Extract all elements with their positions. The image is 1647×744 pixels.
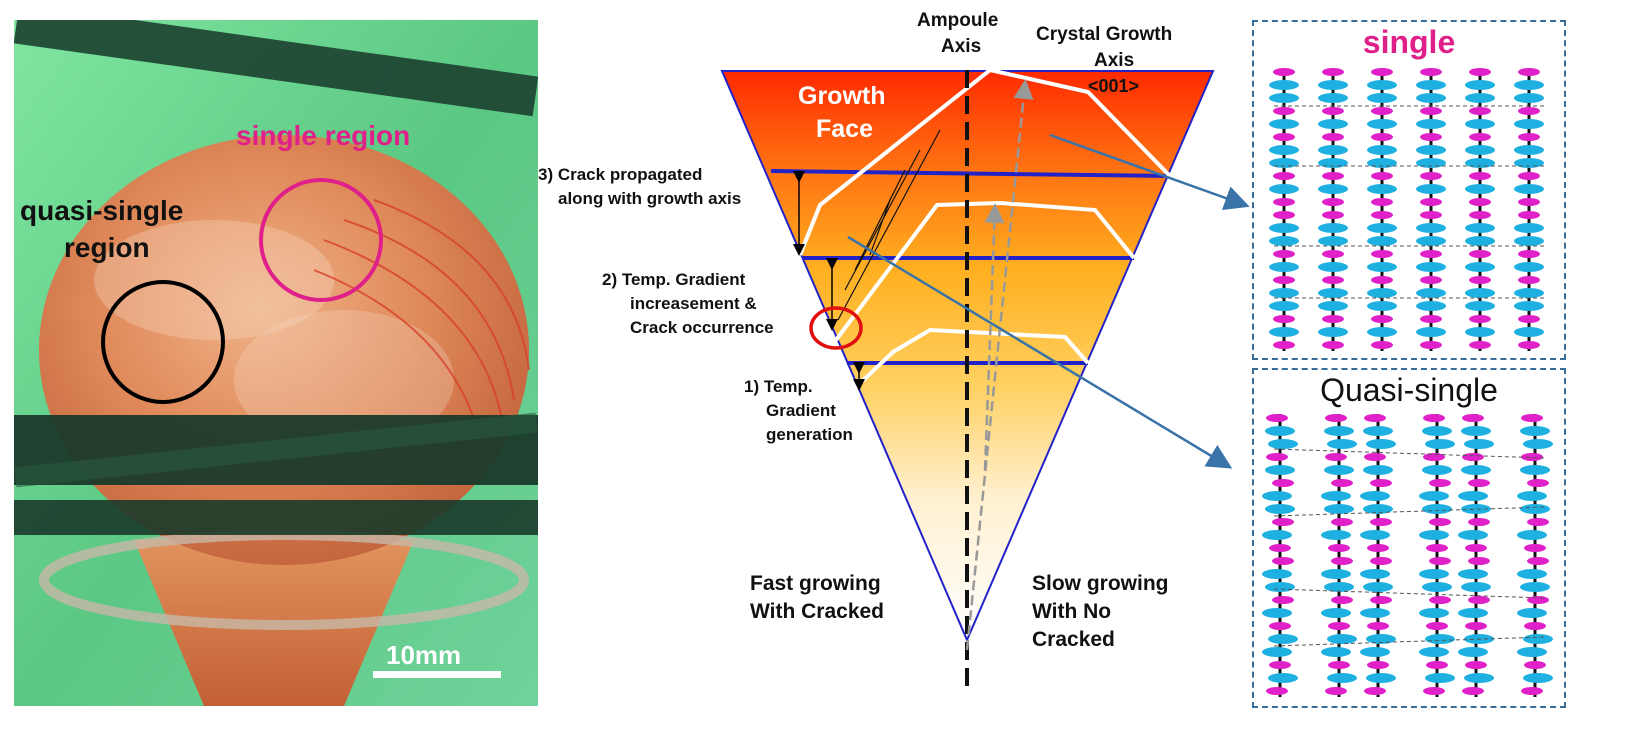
step2-label-1: 2) Temp. Gradient [602, 270, 746, 289]
single-region-label: single region [236, 120, 411, 151]
molecule-column [1517, 414, 1553, 697]
bond-line [1273, 588, 1545, 599]
molecule-column [1458, 414, 1494, 697]
ampoule-axis-label-2: Axis [941, 36, 982, 57]
molecule-column [1321, 414, 1357, 697]
molecule-column [1514, 68, 1544, 351]
crack-occurrence-circle [809, 306, 863, 350]
single-panel: single [1252, 20, 1566, 360]
molecule-column [1416, 68, 1446, 351]
step1-label-3: generation [766, 425, 853, 444]
molecule-column [1419, 414, 1455, 697]
crystal-photo [14, 20, 538, 706]
single-region-circle [259, 178, 383, 302]
single-molecules [1269, 68, 1544, 351]
slow-growing-label-3: Cracked [1032, 628, 1115, 651]
quasi-region-circle [101, 280, 225, 404]
molecule-column [1465, 68, 1495, 351]
growth-axis-label-3: <001> [1088, 76, 1140, 96]
growth-front-2 [834, 200, 1136, 342]
growth-face-label-2: Face [816, 115, 873, 143]
growth-diagram [720, 67, 1250, 690]
pointer-arrow-single [1049, 133, 1250, 211]
step1-label-1: 1) Temp. [744, 377, 813, 396]
crack-lines [837, 129, 941, 321]
slow-growing-label-2: With No [1032, 600, 1112, 623]
step1-label-2: Gradient [766, 401, 836, 420]
growth-axis-label-2: Axis [1094, 50, 1135, 71]
growth-axis-arrow-2 [983, 203, 1005, 471]
slow-growing-label-1: Slow growing [1032, 572, 1169, 595]
single-panel-title: single [1362, 24, 1456, 60]
bond-line [1273, 448, 1545, 459]
scale-bar [373, 671, 501, 678]
molecule-column [1269, 68, 1299, 351]
bond-line [1273, 506, 1545, 517]
molecule-column [1318, 68, 1348, 351]
step2-label-2: increasement & [630, 294, 757, 313]
interface-line-1 [770, 169, 1170, 178]
scale-label: 10mm [386, 640, 462, 670]
molecule-column [1262, 414, 1298, 697]
growth-face-label-1: Growth [798, 82, 886, 110]
growth-front-3 [853, 327, 1090, 390]
molecule-column [1367, 68, 1397, 351]
pointer-arrow-quasi [847, 235, 1233, 469]
bond-line [1273, 636, 1545, 647]
ampoule-axis-label-1: Ampoule [917, 10, 999, 31]
fast-growing-label-1: Fast growing [750, 572, 881, 595]
growth-front-1 [798, 67, 1172, 256]
quasi-panel: Quasi-single [1252, 368, 1566, 708]
quasi-molecules [1262, 414, 1553, 697]
step2-label-3: Crack occurrence [630, 318, 774, 337]
fast-growing-label-2: With Cracked [750, 600, 885, 623]
molecule-column [1360, 414, 1396, 697]
step3-label-1: 3) Crack propagated [538, 165, 703, 184]
quasi-region-label-2: region [64, 232, 150, 263]
growth-axis-label-1: Crystal Growth [1036, 24, 1173, 45]
quasi-region-label-1: quasi-single [20, 195, 184, 226]
growth-axis-arrow-1 [965, 79, 1034, 651]
quasi-panel-title: Quasi-single [1320, 372, 1498, 408]
step3-label-2: along with growth axis [558, 189, 742, 208]
